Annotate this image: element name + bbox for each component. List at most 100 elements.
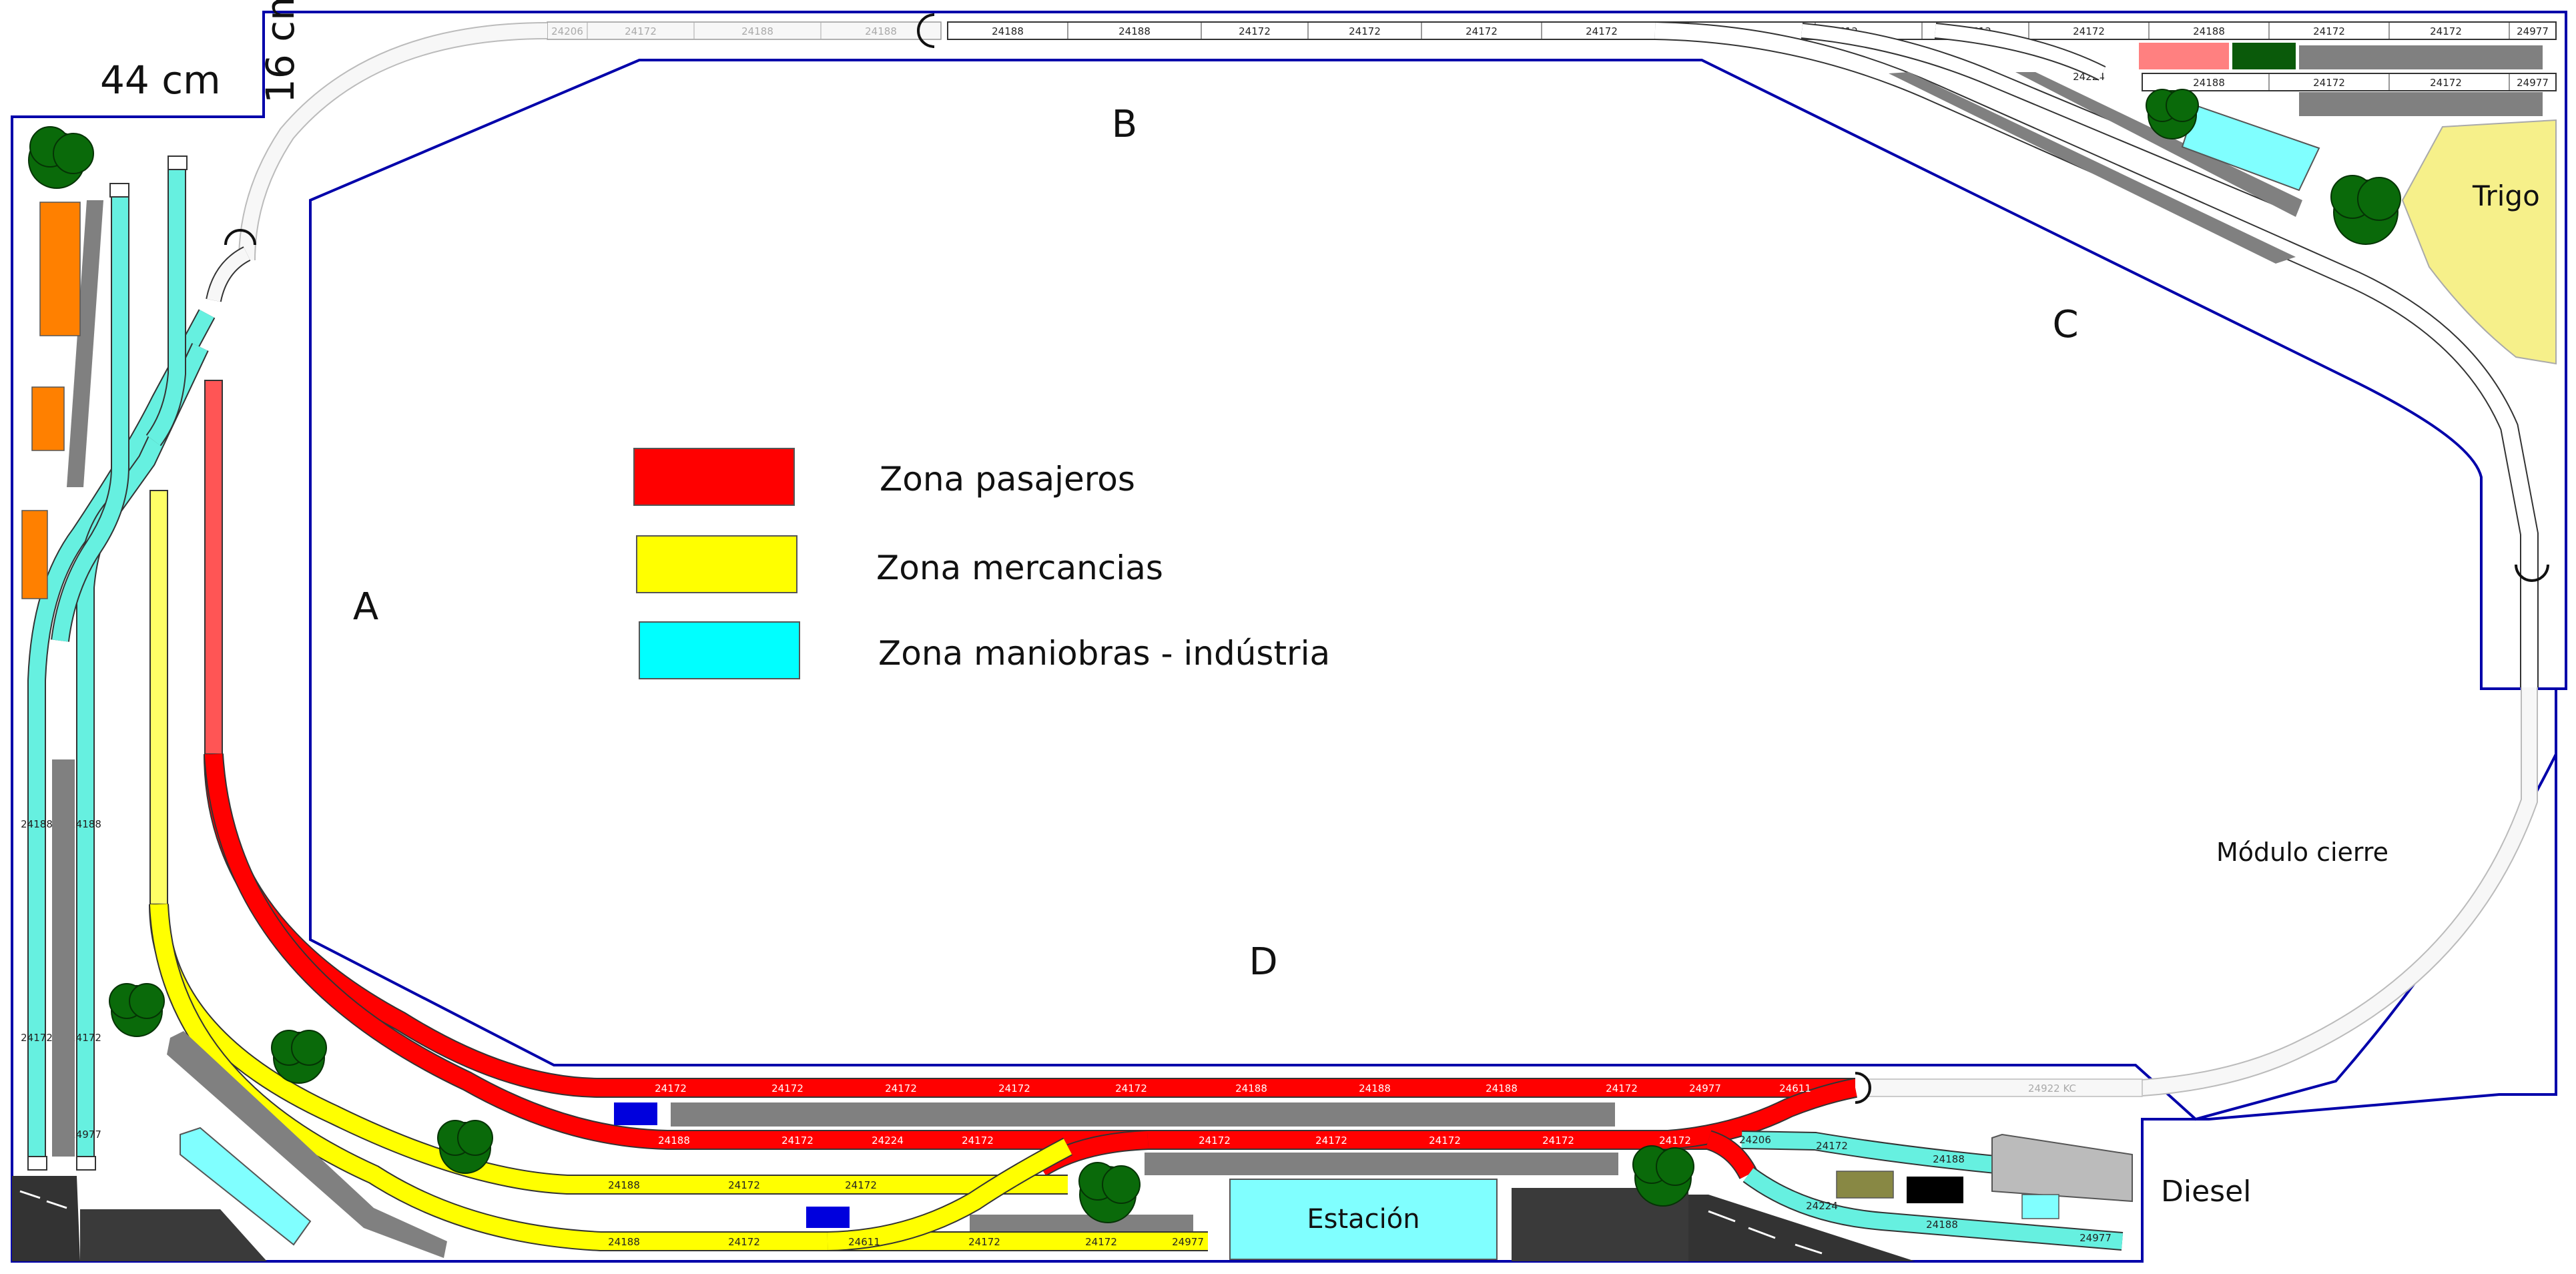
track-label: 24188 — [658, 1135, 690, 1147]
building-orange-2 — [31, 386, 65, 451]
module-joint-top — [917, 13, 935, 48]
freight-row-labels: 24188 24172 24172 24188 24172 24611 2417… — [608, 1179, 1204, 1248]
track-label: 24172 — [2313, 77, 2345, 89]
track-label: 24172 — [728, 1236, 760, 1248]
track-label: 24224 — [872, 1135, 904, 1147]
track-label: 24172 — [625, 25, 657, 37]
track-label: 24172 — [962, 1135, 994, 1147]
track-c-diagonals — [1654, 21, 2539, 687]
track-label: 24172 — [998, 1082, 1030, 1094]
track-label: 24188 — [69, 818, 101, 830]
track-top-grey: 24206 24172 24188 24188 — [547, 21, 942, 40]
legend-label-industry: Zona maniobras - indústria — [878, 634, 1330, 673]
track-top-main: 24188 24188 24172 24172 24172 24172 — [947, 21, 1689, 40]
passenger-row-bottom-labels: 24188 24172 24224 24172 24172 24172 2417… — [658, 1135, 1691, 1147]
road-marking — [46, 1200, 67, 1209]
track-label: 24172 — [1315, 1135, 1347, 1147]
platform-station-1 — [671, 1102, 1615, 1127]
track-label: 24611 — [848, 1236, 880, 1248]
signal-box-1 — [614, 1102, 657, 1125]
diesel-wagon-olive — [1836, 1171, 1894, 1199]
track-label: 24188 — [608, 1236, 640, 1248]
diesel-wagon-black — [1907, 1177, 1963, 1203]
track-label: 24188 — [741, 25, 773, 37]
track-label: 24172 — [21, 1032, 53, 1044]
track-label: 24172 — [1659, 1135, 1691, 1147]
platform-top-right-1 — [2299, 45, 2543, 69]
track-label: 24172 — [1542, 1135, 1574, 1147]
diesel-label: Diesel — [2161, 1175, 2251, 1209]
track-label: 24977 — [2517, 77, 2549, 89]
building-orange-3 — [21, 510, 48, 599]
track-label: 24188 — [1933, 1153, 1965, 1165]
buffer-stop — [109, 183, 129, 198]
buffer-stop — [76, 1156, 96, 1171]
track-label: 24172 — [781, 1135, 814, 1147]
road-marking — [19, 1190, 41, 1199]
platform-c-1 — [1889, 72, 2296, 264]
platform-c-2 — [2015, 72, 2302, 217]
road-marking — [1748, 1227, 1776, 1239]
track-label: 24188 — [1926, 1219, 1958, 1231]
module-d-label: D — [1249, 940, 1277, 984]
track-label: 24172 — [1429, 1135, 1461, 1147]
module-a-label: A — [353, 585, 378, 629]
track-label: 24172 — [968, 1236, 1000, 1248]
module-joint-bottom — [1855, 1072, 1871, 1104]
track-label: 24172 — [1085, 1236, 1117, 1248]
track-label: 24188 — [1235, 1082, 1267, 1094]
track-closing-straight — [1868, 1078, 2143, 1097]
passenger-row-top-labels: 24172 24172 24172 24172 24172 24188 2418… — [655, 1082, 1811, 1094]
track-label: 24188 — [608, 1179, 640, 1191]
legend-label-freight: Zona mercancias — [876, 549, 1163, 587]
track-label: 24172 — [69, 1032, 101, 1044]
legend: Zona pasajeros Zona mercancias Zona mani… — [633, 448, 1330, 679]
track-label: 24188 — [992, 25, 1024, 37]
road-bottom-right-2 — [1688, 1195, 1915, 1261]
diesel-shed — [1991, 1133, 2133, 1203]
dimension-height-label: 16 cm — [258, 0, 303, 103]
track-label: 24172 — [1199, 1135, 1231, 1147]
track-label: 24172 — [845, 1179, 877, 1191]
track-label: 24977 — [2517, 25, 2549, 37]
track-label: 24172 — [728, 1179, 760, 1191]
legend-swatch-industry — [639, 621, 800, 679]
tree-icon — [1078, 1162, 1141, 1223]
platform-station-2 — [1145, 1153, 1618, 1175]
module-joint-left — [224, 229, 256, 246]
track-label: 24172 — [1239, 25, 1271, 37]
station-building — [1229, 1179, 1498, 1260]
track-label: 24172 — [771, 1082, 803, 1094]
track-label: 24172 — [1816, 1140, 1848, 1152]
track-label: 24611 — [1779, 1082, 1811, 1094]
track-label: 24172 — [1606, 1082, 1638, 1094]
track-label: 24172 — [1349, 25, 1381, 37]
passenger-zone — [204, 380, 1857, 1180]
signal-box-2 — [806, 1207, 850, 1228]
road-marking — [1795, 1243, 1823, 1255]
track-label: 24172 — [1586, 25, 1618, 37]
platform-freight — [970, 1215, 1193, 1232]
industry-diesel-labels: 24206 24172 24188 24224 24188 24977 — [1739, 1134, 2112, 1244]
diesel-fuel-tank — [2021, 1194, 2059, 1219]
track-label: 24172 — [2313, 25, 2345, 37]
industry-zone-left — [27, 160, 251, 1161]
module-c-label: C — [2052, 303, 2078, 346]
module-b-label: B — [1112, 103, 1137, 146]
tree-icon — [2330, 175, 2401, 245]
tree-icon — [271, 1030, 327, 1084]
building-orange-1 — [39, 202, 81, 336]
track-label: 24172 — [2430, 25, 2462, 37]
track-label: 24206 — [1739, 1134, 1771, 1146]
platform-left-vertical-2 — [67, 200, 103, 487]
wheat-field — [2401, 119, 2557, 365]
track-label: 24188 — [21, 818, 53, 830]
closing-module-label: Módulo cierre — [2216, 838, 2388, 867]
track-label: 24188 — [1118, 25, 1151, 37]
legend-label-passenger: Zona pasajeros — [880, 460, 1135, 499]
track-label: 24977 — [1689, 1082, 1721, 1094]
track-label: 24188 — [1486, 1082, 1518, 1094]
building-pink — [2139, 43, 2229, 69]
track-label: 24977 — [69, 1129, 101, 1141]
